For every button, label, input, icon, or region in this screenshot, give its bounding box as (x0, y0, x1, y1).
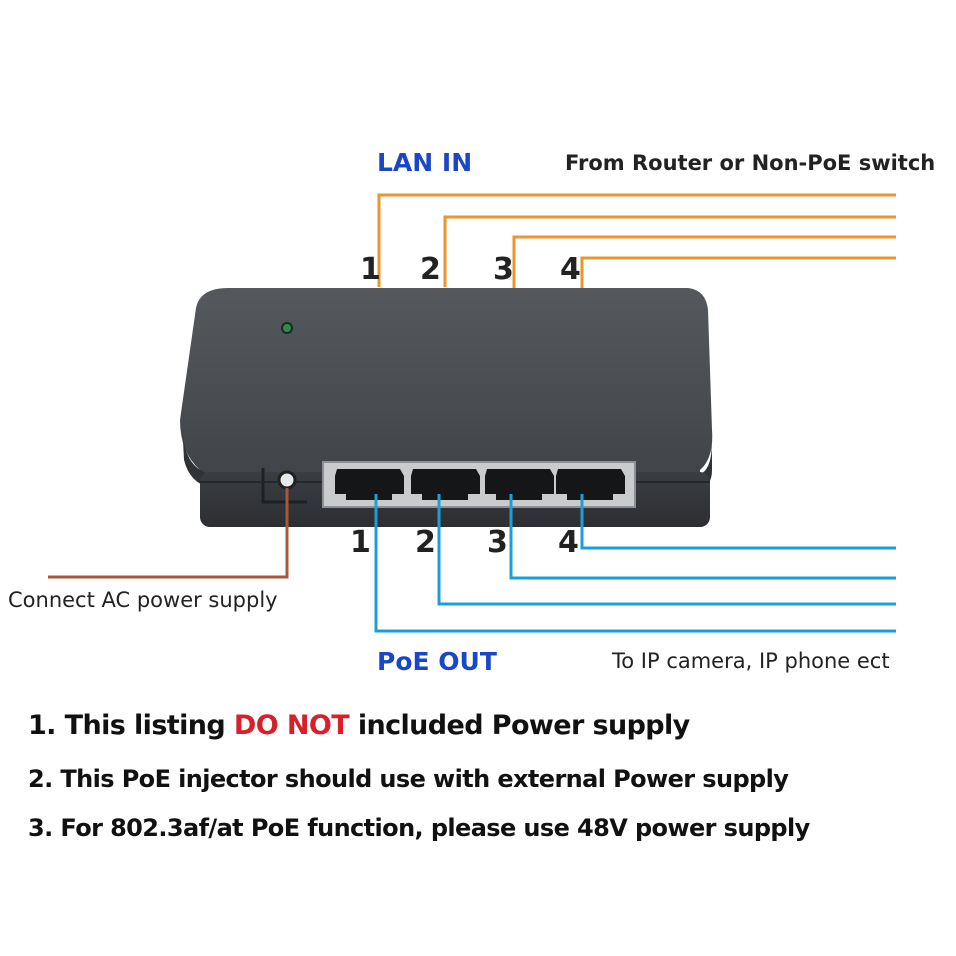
poe-out-target-label: To IP camera, IP phone ect (612, 649, 890, 673)
poe-out-wires (374, 494, 896, 633)
rj45-ports (335, 469, 625, 500)
port-4-icon (556, 469, 625, 500)
lan-port-number-2: 2 (420, 252, 441, 287)
note-1-prefix: 1. This listing (28, 710, 234, 741)
lan-port-number-4: 4 (560, 252, 581, 287)
note-1-suffix: included Power supply (349, 710, 690, 741)
port-1-icon (335, 469, 404, 500)
note-2: 2. This PoE injector should use with ext… (28, 765, 789, 793)
lan-in-source-label: From Router or Non-PoE switch (565, 151, 936, 175)
poe-port-number-2: 2 (415, 525, 436, 560)
lan-port-number-1: 1 (360, 252, 381, 287)
lan-in-title: LAN IN (377, 148, 473, 177)
dc-power-jack-icon (277, 470, 297, 490)
port-2-icon (411, 469, 480, 500)
lan-port-number-3: 3 (493, 252, 514, 287)
lan-in-wires (377, 193, 896, 295)
poe-out-title: PoE OUT (377, 647, 497, 676)
poe-port-number-1: 1 (350, 525, 371, 560)
note-3: 3. For 802.3af/at PoE function, please u… (28, 814, 810, 842)
note-1-warning: DO NOT (233, 710, 350, 741)
poe-injector-device (180, 288, 713, 527)
poe-port-number-3: 3 (487, 525, 508, 560)
led-indicator-icon (281, 322, 293, 334)
note-1: 1. This listing DO NOT included Power su… (28, 710, 690, 741)
power-wire (48, 488, 289, 579)
power-supply-label: Connect AC power supply (8, 588, 278, 612)
port-3-icon (485, 469, 554, 500)
poe-port-number-4: 4 (558, 525, 579, 560)
